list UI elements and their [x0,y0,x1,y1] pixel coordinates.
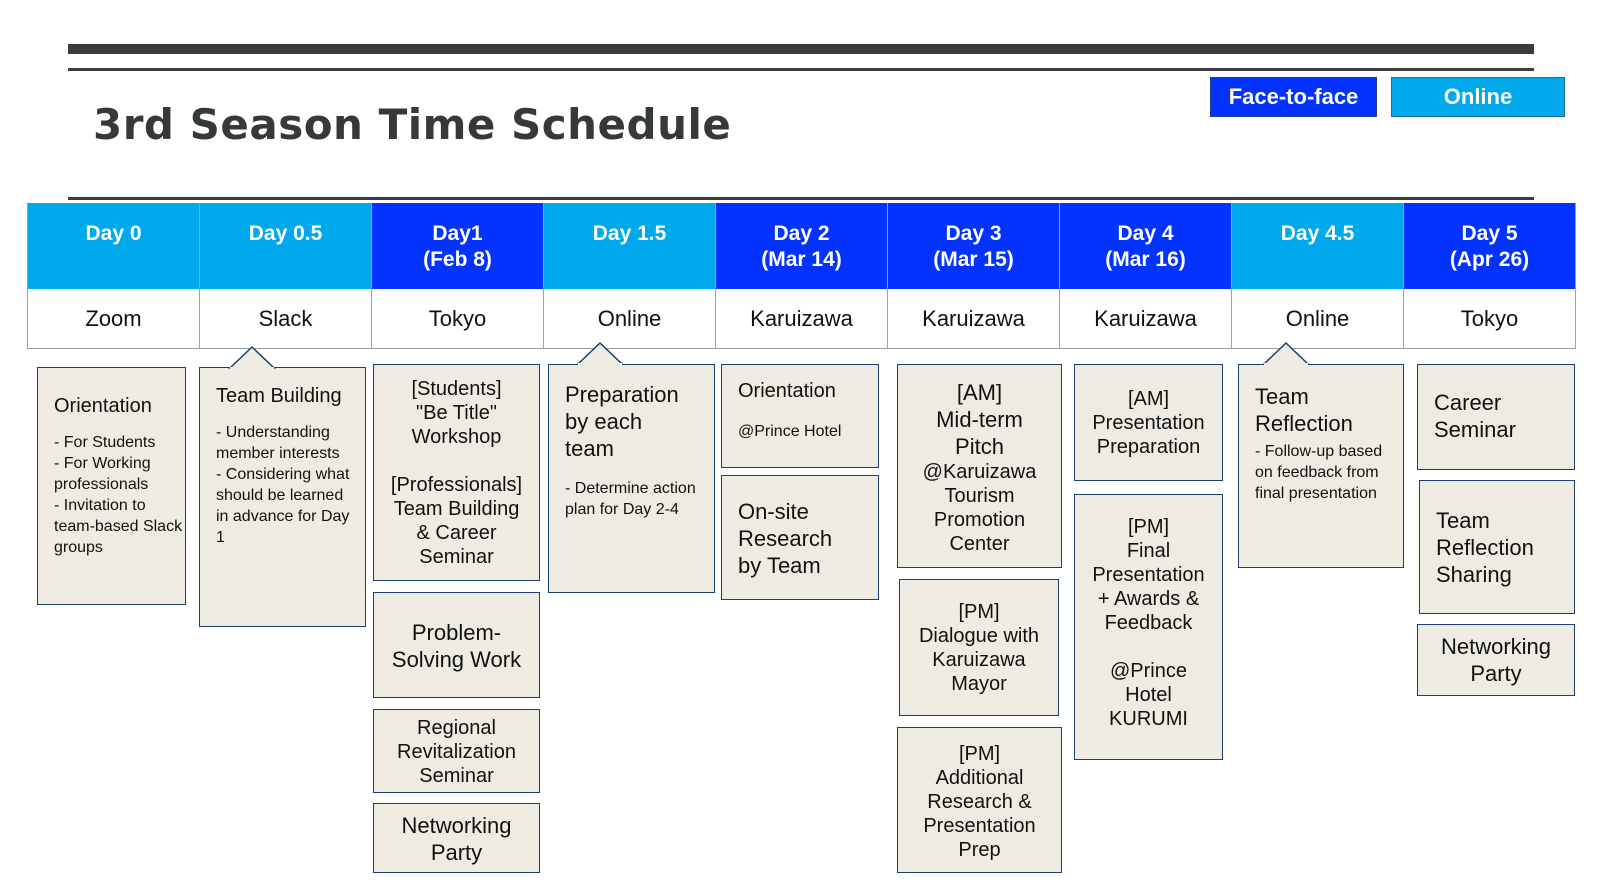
page-title: 3rd Season Time Schedule [93,100,732,149]
card-text: Networking Party [401,813,512,865]
day-location: Karuizawa [1060,289,1231,349]
card-day3-additional: [PM] Additional Research & Presentation … [897,727,1062,873]
card-title: Preparation by each team [565,382,679,461]
card-text: [PM] Dialogue with Karuizawa Mayor [918,601,1040,695]
day-column-0: Day 0 Zoom [27,203,200,349]
card-notes: @Prince Hotel [738,423,842,440]
callout-pointer [228,345,276,370]
day-label: Day 3 [945,222,1002,245]
day-date: (Apr 26) [1449,248,1530,271]
day-date: (Mar 15) [933,248,1014,271]
header-bottom-rule [68,197,1534,200]
top-thick-rule [68,44,1534,54]
legend-face-to-face: Face-to-face [1210,77,1377,117]
card-day5-networking: Networking Party [1417,624,1575,696]
day-header: Day 0 [28,203,199,289]
day-date: (Mar 14) [761,248,842,271]
legend-online: Online [1391,77,1565,117]
card-notes: - Follow-up based on feedback from final… [1255,443,1383,502]
card-title: Team Reflection [1255,384,1353,436]
day-location: Zoom [28,289,199,349]
day-header: Day 0.5 [200,203,371,289]
callout-pointer [1262,341,1310,366]
card-title: Orientation [738,380,836,402]
top-thin-rule [68,68,1534,71]
card-text: On-site Research by Team [738,499,833,578]
card-day05-team-building: Team Building - Understanding member int… [199,367,366,627]
day-column-3: Day 3 (Mar 15) Karuizawa [888,203,1060,349]
card-text: Team Reflection Sharing [1436,508,1534,587]
card-title: Orientation [54,395,152,417]
day-label: Day 2 [773,222,830,245]
card-day5-sharing: Team Reflection Sharing [1419,480,1575,614]
day-column-1-5: Day 1.5 Online [544,203,716,349]
day-header: Day1 (Feb 8) [372,203,543,289]
card-day1-networking: Networking Party [373,803,540,873]
card-text: Career Seminar [1434,390,1516,442]
card-day15-preparation: Preparation by each team - Determine act… [548,364,715,593]
day-column-4-5: Day 4.5 Online [1232,203,1404,349]
day-column-0-5: Day 0.5 Slack [200,203,372,349]
card-day45-reflection: Team Reflection - Follow-up based on fee… [1238,364,1404,568]
card-day1-workshop: [Students] "Be Title" Workshop [Professi… [373,364,540,581]
card-day4-prep: [AM] Presentation Preparation [1074,364,1223,481]
day-column-1: Day1 (Feb 8) Tokyo [372,203,544,349]
day-label: Day1 [432,222,483,245]
day-date: (Mar 16) [1105,248,1186,271]
card-text: Problem- Solving Work [391,620,522,672]
card-notes: - Determine action plan for Day 2-4 [565,480,696,518]
card-day1-regional: Regional Revitalization Seminar [373,709,540,793]
day-header: Day 5 (Apr 26) [1404,203,1575,289]
day-label: Day 1.5 [592,222,667,245]
day-column-2: Day 2 (Mar 14) Karuizawa [716,203,888,349]
card-title: [AM] Mid-term Pitch [936,380,1023,459]
card-notes: @Karuizawa Tourism Promotion Center [922,461,1037,555]
card-title: Team Building [216,385,342,407]
card-day2-onsite: On-site Research by Team [721,475,879,600]
day-column-5: Day 5 (Apr 26) Tokyo [1404,203,1576,349]
day-label: Day 0 [85,222,142,245]
day-label: Day 5 [1461,222,1518,245]
card-text: [AM] Presentation Preparation [1092,388,1205,458]
card-title: [PM] Final Presentation + Awards & Feedb… [1092,516,1205,634]
day-header: Day 3 (Mar 15) [888,203,1059,289]
day-label: Day 4 [1117,222,1174,245]
day-header-table: Day 0 Zoom Day 0.5 Slack Day1 (Feb 8) Tok… [27,203,1576,349]
day-header: Day 1.5 [544,203,715,289]
card-text: Regional Revitalization Seminar [397,717,516,787]
day-location: Slack [200,289,371,349]
card-notes: - For Students - For Working professiona… [54,434,183,556]
day-location: Tokyo [372,289,543,349]
card-day2-orientation: Orientation @Prince Hotel [721,364,879,468]
card-text: [PM] Additional Research & Presentation … [923,743,1036,861]
card-day1-problem-solving: Problem- Solving Work [373,592,540,698]
day-column-4: Day 4 (Mar 16) Karuizawa [1060,203,1232,349]
card-day3-midterm: [AM] Mid-term Pitch @Karuizawa Tourism P… [897,364,1062,568]
day-date: (Feb 8) [423,248,492,271]
card-text: [Students] "Be Title" Workshop [Professi… [390,378,523,568]
card-text: Networking Party [1440,634,1552,686]
day-header: Day 4.5 [1232,203,1403,289]
card-day3-dialogue: [PM] Dialogue with Karuizawa Mayor [899,579,1059,716]
day-location: Karuizawa [888,289,1059,349]
day-label: Day 4.5 [1280,222,1355,245]
card-notes: @Prince Hotel KURUMI [1109,660,1188,730]
day-location: Tokyo [1404,289,1575,349]
day-header: Day 2 (Mar 14) [716,203,887,289]
day-header: Day 4 (Mar 16) [1060,203,1231,289]
callout-pointer [576,341,624,366]
card-day4-final: [PM] Final Presentation + Awards & Feedb… [1074,494,1223,760]
day-location: Online [1232,289,1403,349]
day-location: Online [544,289,715,349]
card-day0-orientation: Orientation - For Students - For Working… [37,367,186,605]
card-day5-career: Career Seminar [1417,364,1575,470]
day-location: Karuizawa [716,289,887,349]
card-notes: - Understanding member interests - Consi… [216,424,350,546]
day-label: Day 0.5 [248,222,323,245]
